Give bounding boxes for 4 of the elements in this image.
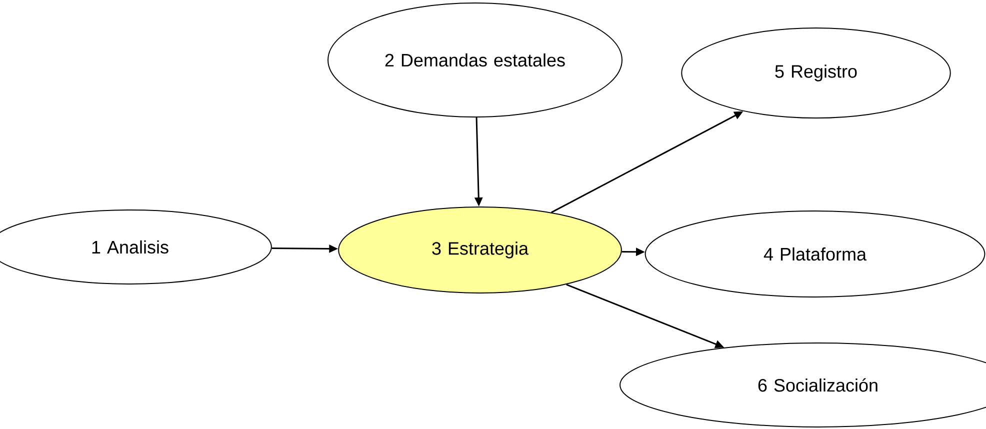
- ellipse-node: 2 Demandas estatales: [328, 2, 622, 118]
- ellipse-node: 5 Registro: [681, 28, 951, 118]
- ellipse-node: 4 Plataforma: [644, 210, 986, 298]
- ellipse-node: 3 Estrategia: [338, 206, 622, 294]
